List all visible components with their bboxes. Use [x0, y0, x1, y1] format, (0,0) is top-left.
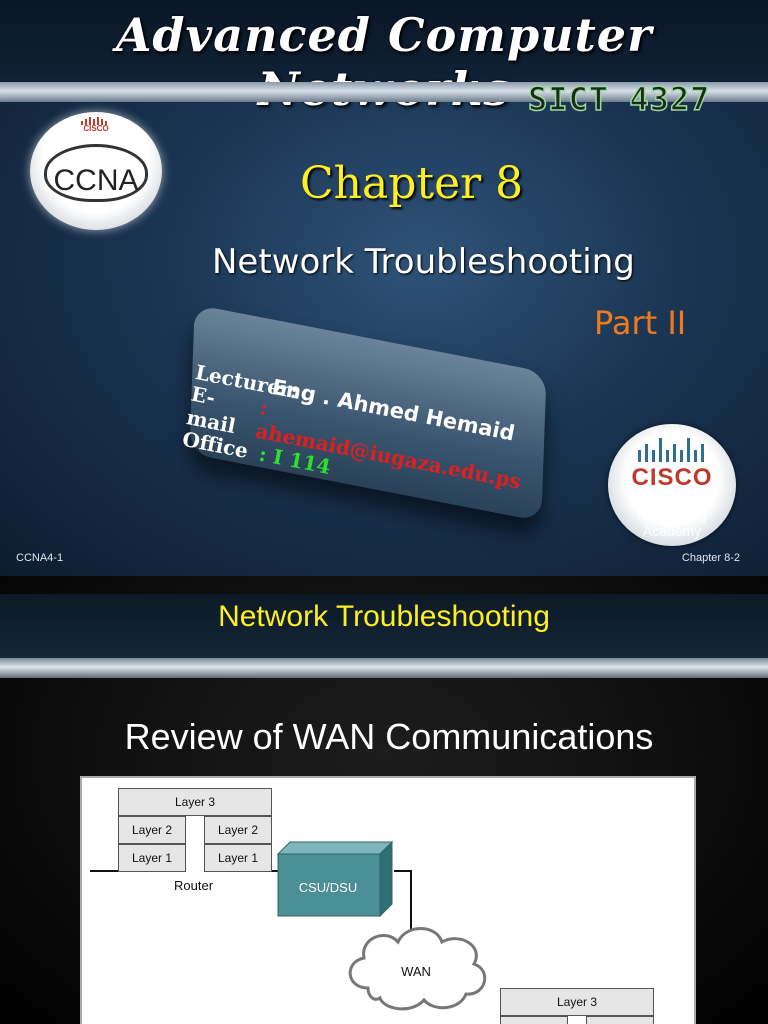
cisco-bars-icon [81, 117, 107, 125]
cisco-bars-icon [638, 438, 704, 462]
cisco-brand: CISCO [631, 464, 713, 491]
wire-router-csu [272, 870, 280, 872]
layer3-box-remote: Layer 3 [500, 988, 654, 1016]
wan-label: WAN [401, 964, 431, 979]
chapter-subtitle: Network Troubleshooting [212, 242, 635, 282]
title-bar [0, 0, 768, 82]
academy-line2: Academy [642, 523, 702, 539]
section-header: Network Troubleshooting [218, 600, 550, 633]
footer-left: CCNA4-1 [16, 552, 64, 564]
slide-wan-review: Network Troubleshooting Review of WAN Co… [0, 576, 768, 1024]
chapter-heading: Chapter 8 [300, 158, 524, 209]
metal-band [0, 658, 768, 678]
layer1-box-right: Layer 1 [204, 844, 272, 872]
wan-diagram: Layer 3 Layer 2 Layer 2 Layer 1 Layer 1 … [80, 776, 696, 1024]
layer3-box: Layer 3 [118, 788, 272, 816]
layer2-box-right: Layer 2 [204, 816, 272, 844]
layer2-box-left: Layer 2 [118, 816, 186, 844]
header-bar [0, 594, 768, 658]
layer2-box-remote-right [586, 1016, 654, 1024]
wire-csu-out [394, 870, 412, 872]
cisco-academy-logo: CISCO Networking Academy [608, 424, 736, 546]
wan-cloud-icon [348, 927, 487, 1011]
slide-title: Review of WAN Communications [124, 716, 654, 757]
metal-band [0, 82, 768, 102]
ccna-text: CCNA [53, 164, 139, 197]
ccna-brand: CISCO [83, 124, 109, 133]
slide-chapter-title: Advanced Computer Networks SICT 4327 CIS… [0, 0, 768, 576]
ccna-logo: CISCO CCNA [30, 112, 162, 230]
ccna-ring [44, 144, 148, 202]
part-label: Part II [594, 304, 687, 342]
footer-right: Chapter 8-2 [681, 552, 740, 564]
academy-line1: Networking [636, 507, 708, 523]
wire-left [90, 870, 118, 872]
course-code: SICT 4327 [527, 79, 711, 119]
csu-dsu-device [276, 840, 394, 918]
csu-dsu-label: CSU/DSU [298, 880, 358, 895]
layer2-box-remote-left [500, 1016, 568, 1024]
router-label: Router [174, 878, 214, 893]
layer1-box-left: Layer 1 [118, 844, 186, 872]
wire-down [410, 870, 412, 950]
